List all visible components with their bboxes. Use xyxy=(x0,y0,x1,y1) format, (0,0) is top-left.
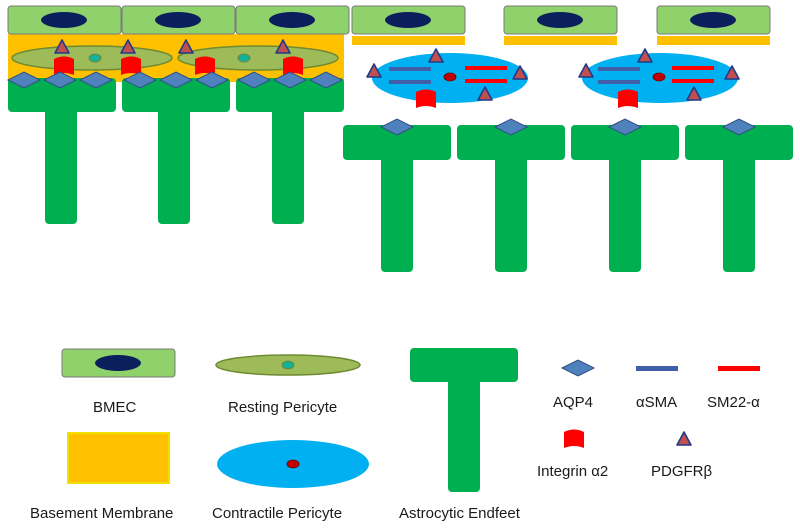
legend-label-asma: αSMA xyxy=(636,394,678,411)
astrocytic-endfoot xyxy=(571,125,679,272)
resting-pericyte-nucleus xyxy=(237,53,251,63)
contractile-pericyte xyxy=(582,53,738,103)
legend-label-aqp4: AQP4 xyxy=(553,394,594,411)
integrin-marker xyxy=(283,56,303,75)
astrocytic-endfoot xyxy=(122,78,230,224)
bmec-cell xyxy=(351,5,466,35)
legend-sm22-swatch xyxy=(718,366,760,371)
legend-label-sm22: SM22-α xyxy=(707,394,760,411)
legend-label-astrocytic-endfeet: Astrocytic Endfeet xyxy=(399,505,520,522)
legend-bmec-swatch xyxy=(61,348,176,378)
contractile-section xyxy=(343,5,793,272)
basement-membrane-strip xyxy=(352,36,465,45)
legend-integrin-swatch xyxy=(564,429,584,448)
legend-aqp4-swatch xyxy=(561,359,595,377)
integrin-marker xyxy=(618,89,638,108)
legend-basement-membrane-swatch xyxy=(67,432,170,484)
contractile-pericyte xyxy=(372,53,528,103)
basement-membrane-strip xyxy=(657,36,770,45)
bmec-cell xyxy=(503,5,618,35)
bmec-cell xyxy=(121,5,236,35)
astrocytic-endfoot xyxy=(236,78,344,224)
legend-pdgfrb-swatch xyxy=(676,431,692,446)
legend-label-pdgfrb: PDGFRβ xyxy=(651,463,713,480)
integrin-marker xyxy=(54,56,74,75)
legend-label-integrin: Integrin α2 xyxy=(537,463,609,480)
resting-pericyte-nucleus xyxy=(88,53,102,63)
integrin-marker xyxy=(121,56,141,75)
legend-label-bmec: BMEC xyxy=(93,399,137,416)
legend-astrocytic-endfeet-swatch xyxy=(410,348,518,492)
resting-section xyxy=(7,5,350,224)
astrocytic-endfoot xyxy=(343,125,451,272)
legend-label-resting-pericyte: Resting Pericyte xyxy=(228,399,338,416)
bmec-cell xyxy=(656,5,771,35)
astrocytic-endfoot xyxy=(685,125,793,272)
legend-asma-swatch xyxy=(636,366,678,371)
astrocytic-endfoot xyxy=(457,125,565,272)
bmec-cell xyxy=(235,5,350,35)
astrocytic-endfoot xyxy=(8,78,116,224)
legend xyxy=(61,348,760,492)
legend-label-contractile-pericyte: Contractile Pericyte xyxy=(212,505,343,522)
bmec-cell xyxy=(7,5,122,35)
legend-contractile-nucleus xyxy=(286,459,300,469)
basement-membrane-strip xyxy=(504,36,617,45)
legend-label-basement-membrane: Basement Membrane xyxy=(30,505,174,522)
legend-resting-nucleus xyxy=(281,360,295,370)
integrin-marker xyxy=(416,89,436,108)
